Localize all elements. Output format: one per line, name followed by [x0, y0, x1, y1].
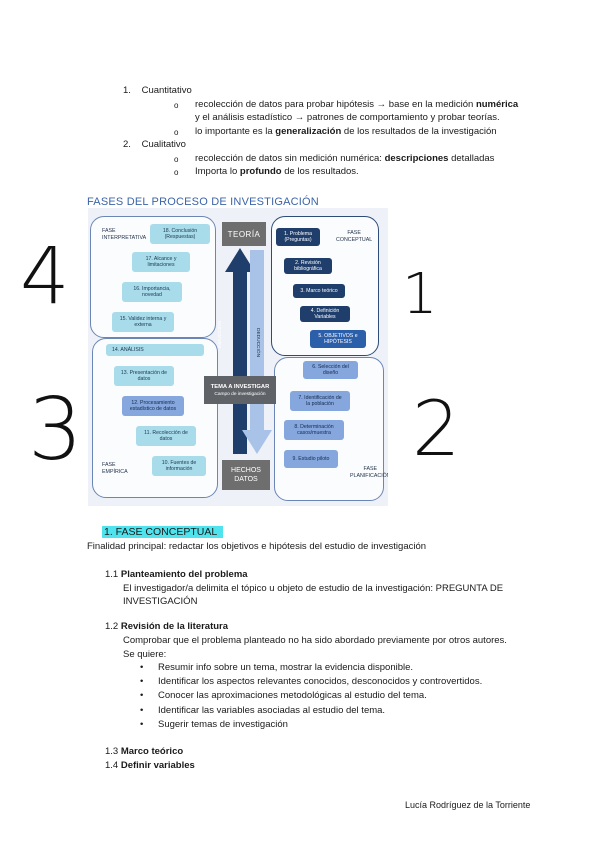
subsection-1-1: 1.1 Planteamiento del problema: [105, 569, 248, 580]
bullet-text: recolección de datos sin medición numéri…: [195, 153, 495, 164]
handwritten-number-1: 1: [402, 262, 438, 327]
bullet-text: lo importante es la generalización de lo…: [195, 126, 497, 137]
teoria-box: TEORÍA: [222, 222, 266, 246]
step-7-poblacion: 7. Identificación de la población: [290, 391, 350, 411]
step-2-revision: 2. Revisión bibliográfica: [284, 258, 332, 274]
list-number: 2.: [123, 139, 131, 150]
bullet-marker: o: [174, 101, 179, 110]
label-deduccion: DEDUCCIÓN: [255, 328, 260, 358]
hechos-datos-box: HECHOS DATOS: [222, 460, 270, 490]
bullet-marker: o: [174, 168, 179, 177]
label-fase-planificacion: FASE PLANIFICACIÓN: [350, 466, 388, 479]
up-arrow-induccion: [225, 248, 255, 454]
bullet-dot: •: [140, 718, 144, 730]
step-12-procesamiento: 12. Procesamiento estadístico de datos: [122, 396, 184, 416]
bullet-text-cont: y el análisis estadístico → patrones de …: [195, 112, 500, 123]
step-11-recoleccion: 11. Recolección de datos: [136, 426, 196, 446]
step-14-analisis: 14. ANÁLISIS: [106, 344, 204, 356]
list-title: Cualitativo: [141, 139, 186, 150]
subsection-1-1-text-cont: INVESTIGACIÓN: [123, 596, 198, 607]
tema-subtitle: Campo de investigación: [214, 391, 266, 397]
step-13-presentacion: 13. Presentación de datos: [114, 366, 174, 386]
list-item: Identificar los aspectos relevantes cono…: [158, 676, 483, 688]
step-15-validez: 15. Validez interna y externa: [112, 312, 174, 332]
subsection-1-2: 1.2 Revisión de la literatura: [105, 621, 229, 632]
section-title: FASES DEL PROCESO DE INVESTIGACIÓN: [87, 196, 319, 208]
bullet-dot: •: [140, 704, 144, 716]
subsection-1-2-text-cont: Se quiere:: [123, 649, 167, 660]
list-title: Cuantitativo: [141, 85, 192, 96]
step-16-importancia: 16. Importancia, novedad: [122, 282, 182, 302]
step-18-conclusion: 18. Conclusión (Respuestas): [150, 224, 210, 244]
step-1-problema: 1. Problema (Preguntas): [276, 228, 320, 246]
step-17-alcance: 17. Alcance y limitaciones: [132, 252, 190, 272]
bullet-dot: •: [140, 690, 144, 702]
bullet-marker: o: [174, 128, 179, 137]
phase-heading: 1. FASE CONCEPTUAL: [102, 526, 224, 538]
list-item-cuantitativo: 1. Cuantitativo: [123, 85, 192, 96]
list-item-cualitativo: 2. Cualitativo: [123, 139, 186, 150]
bullet-dot: •: [140, 662, 144, 673]
handwritten-number-3: 3: [28, 380, 83, 480]
step-5-objetivos: 5. OBJETIVOS e HIPÓTESIS: [310, 330, 366, 348]
arrow-icon: →: [376, 99, 387, 110]
label-induccion: INDUCCIÓN: [218, 320, 223, 348]
step-9-piloto: 9. Estudio piloto: [284, 450, 338, 468]
label-fase-interpretativa: FASE INTERPRETATIVA: [102, 228, 147, 241]
arrow-icon: →: [294, 112, 305, 123]
list-item: Resumir info sobre un tema, mostrar la e…: [158, 662, 414, 673]
step-4-definicion: 4. Definición Variables: [300, 306, 350, 322]
label-fase-empirica: FASE EMPÍRICA: [102, 462, 128, 475]
research-phases-diagram: FASE INTERPRETATIVA FASE CONCEPTUAL FASE…: [88, 208, 388, 506]
list-number: 1.: [123, 85, 131, 96]
bullet-text: recolección de datos para probar hipótes…: [195, 99, 519, 110]
subsection-1-1-text: El investigador/a delimita el tópico u o…: [123, 583, 504, 594]
subsection-1-2-text: Comprobar que el problema planteado no h…: [123, 635, 507, 646]
phase-purpose: Finalidad principal: redactar los objeti…: [87, 541, 427, 552]
step-6-seleccion: 6. Selección del diseño: [303, 361, 358, 379]
handwritten-number-4: 4: [20, 232, 70, 322]
list-item: Conocer las aproximaciones metodológicas…: [158, 690, 427, 702]
handwritten-number-2: 2: [412, 384, 461, 473]
bullet-marker: o: [174, 155, 179, 164]
subsection-1-4: 1.4 Definir variables: [105, 760, 195, 771]
label-fase-conceptual: FASE CONCEPTUAL: [336, 230, 373, 243]
step-10-fuentes: 10. Fuentes de información: [152, 456, 206, 476]
bullet-dot: •: [140, 676, 144, 688]
step-3-marco-teorico: 3. Marco teórico: [293, 284, 345, 298]
footer-author: Lucía Rodríguez de la Torriente: [405, 800, 531, 810]
down-arrow-deduccion: [242, 250, 272, 454]
bullet-text: Importa lo profundo de los resultados.: [195, 166, 359, 177]
tema-a-investigar-box: TEMA A INVESTIGAR Campo de investigación: [204, 376, 276, 404]
list-item: Identificar las variables asociadas al e…: [158, 704, 386, 716]
subsection-1-3: 1.3 Marco teórico: [105, 746, 184, 757]
list-item: Sugerir temas de investigación: [158, 718, 288, 730]
induction-deduction-arrows: [225, 248, 272, 454]
tema-title: TEMA A INVESTIGAR: [210, 383, 270, 390]
step-8-muestra: 8. Determinación casos/muestra: [284, 420, 344, 440]
